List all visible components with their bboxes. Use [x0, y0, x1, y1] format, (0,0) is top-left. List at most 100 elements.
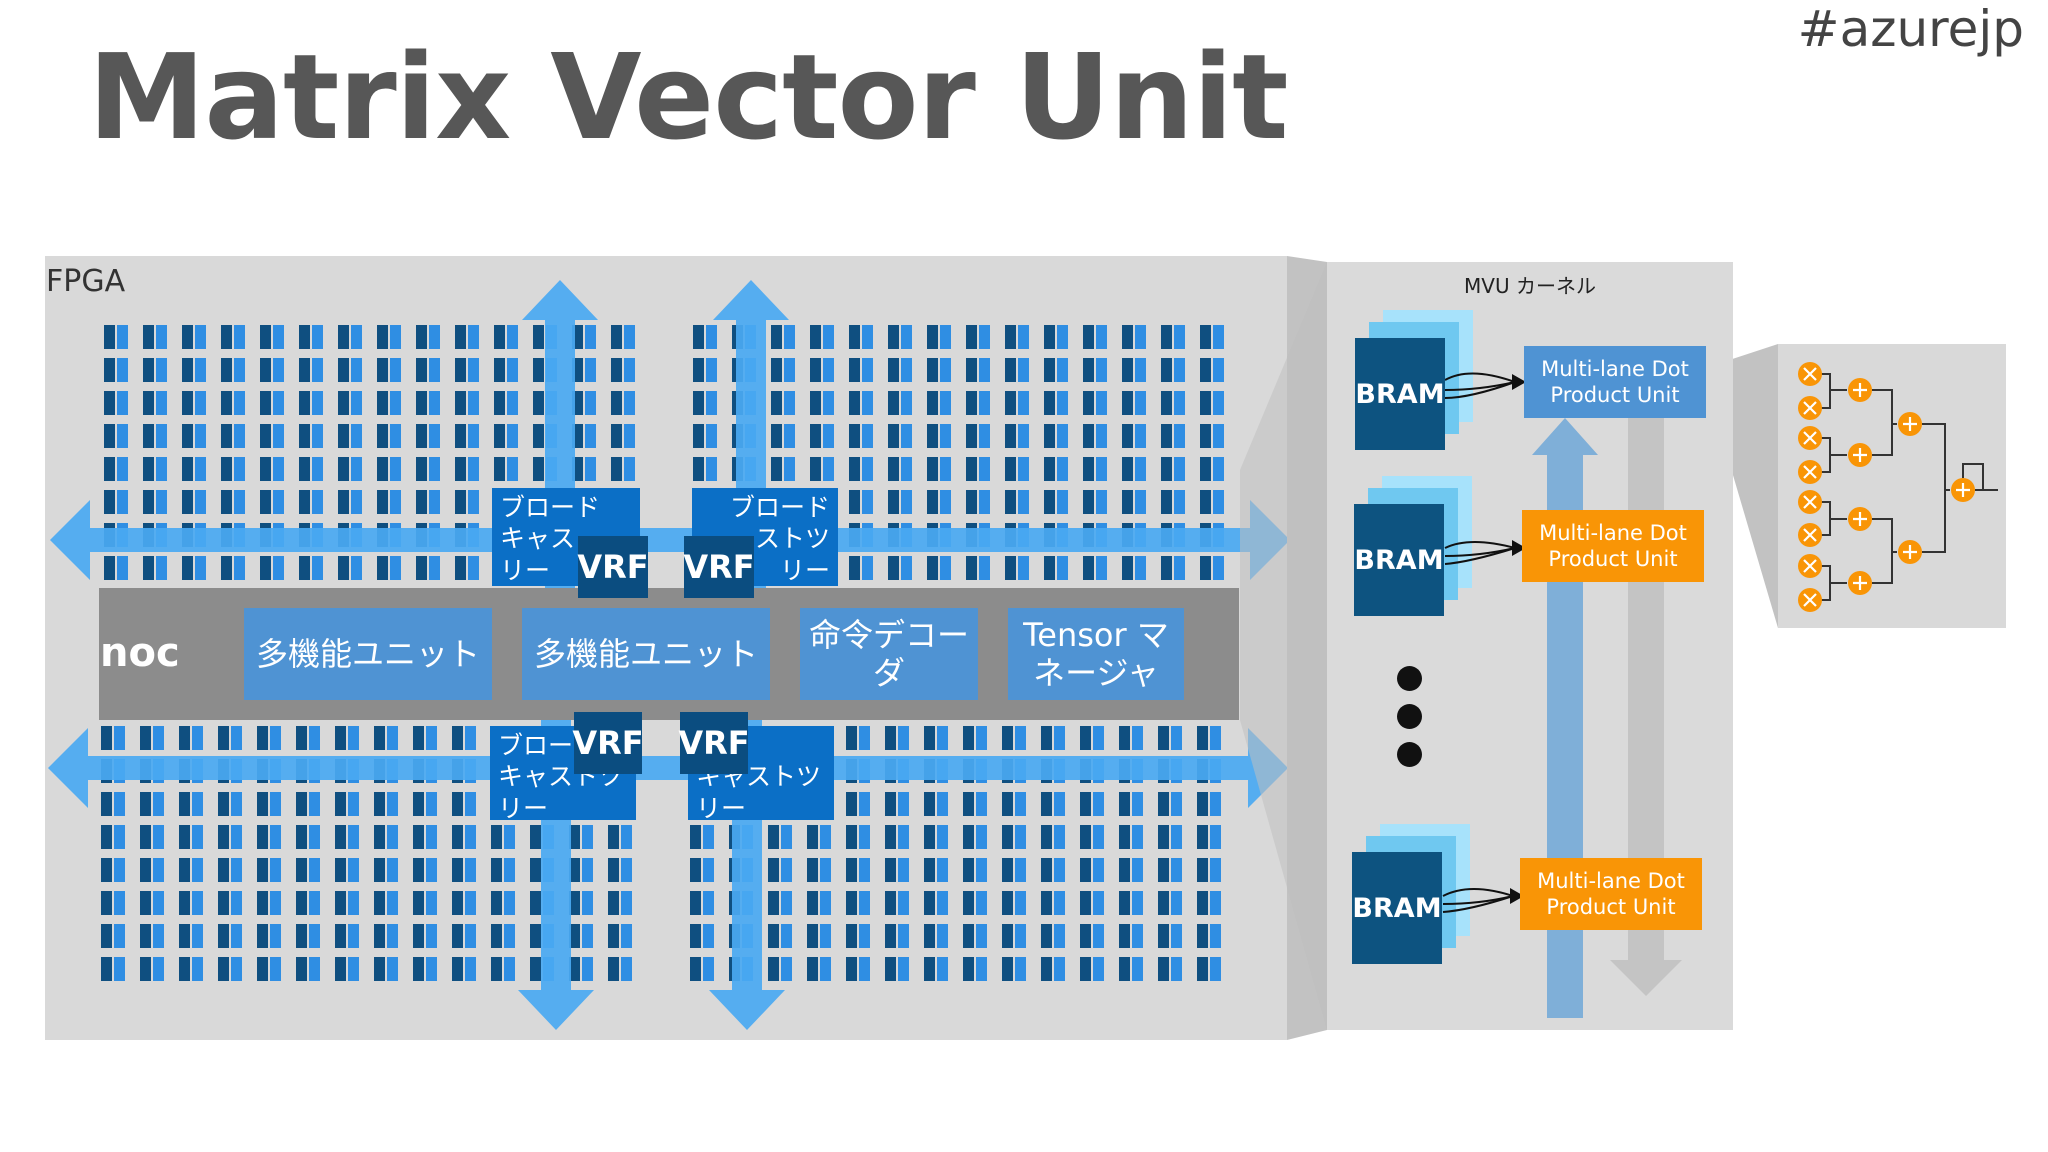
tile-right: [1210, 957, 1221, 981]
tile-left: [888, 556, 899, 580]
tile-right: [1018, 556, 1029, 580]
tile-left: [768, 957, 779, 981]
tile-left: [335, 924, 346, 948]
tile-left: [452, 924, 463, 948]
tile-right: [1057, 457, 1068, 481]
tile-right: [979, 391, 990, 415]
tile-right: [234, 424, 245, 448]
tile-right: [1213, 457, 1224, 481]
tile-left: [1161, 490, 1172, 514]
tile-right: [309, 891, 320, 915]
tile-left: [1197, 825, 1208, 849]
tile-right: [426, 858, 437, 882]
tile-right: [898, 891, 909, 915]
tile-right: [387, 924, 398, 948]
tile-right: [468, 556, 479, 580]
tile-left: [179, 726, 190, 750]
tile-left: [530, 957, 541, 981]
tile-left: [257, 924, 268, 948]
tile-right: [979, 325, 990, 349]
ellipsis-dot: [1397, 742, 1422, 767]
tile-right: [624, 457, 635, 481]
tile-left: [182, 490, 193, 514]
tile-right: [1057, 325, 1068, 349]
tile-left: [335, 957, 346, 981]
tile-right: [1171, 726, 1182, 750]
tile-left: [530, 924, 541, 948]
tile-left: [1005, 391, 1016, 415]
tile-right: [390, 457, 401, 481]
tile-right: [273, 556, 284, 580]
tile-left: [608, 924, 619, 948]
tile-left: [690, 858, 701, 882]
tile-left: [1197, 792, 1208, 816]
tile-left: [849, 325, 860, 349]
vrf-bottom-left: VRF: [572, 712, 644, 774]
tile-right: [940, 325, 951, 349]
tile-left: [846, 891, 857, 915]
tile-right: [937, 792, 948, 816]
tile-right: [1096, 325, 1107, 349]
tile-left: [1041, 891, 1052, 915]
tile-left: [768, 891, 779, 915]
tile-left: [377, 424, 388, 448]
tile-left: [494, 457, 505, 481]
tile-left: [182, 424, 193, 448]
tile-right: [1135, 556, 1146, 580]
tile-right: [940, 556, 951, 580]
tile-left: [1119, 792, 1130, 816]
tile-left: [924, 792, 935, 816]
tile-right: [429, 391, 440, 415]
multiply-icon: [1803, 367, 1817, 381]
tile-right: [468, 457, 479, 481]
tile-right: [195, 358, 206, 382]
tile-left: [1161, 424, 1172, 448]
tile-left: [885, 957, 896, 981]
tile-left: [966, 556, 977, 580]
tile-left: [218, 792, 229, 816]
arrow-up-left: [522, 280, 598, 588]
tile-right: [153, 792, 164, 816]
tile-right: [1174, 358, 1185, 382]
tile-left: [296, 792, 307, 816]
tile-left: [104, 391, 115, 415]
tile-right: [1057, 490, 1068, 514]
tile-left: [611, 457, 622, 481]
tile-left: [1005, 556, 1016, 580]
tile-left: [335, 792, 346, 816]
tile-left: [218, 891, 229, 915]
tile-left: [179, 891, 190, 915]
vrf-top-right: VRF: [683, 536, 755, 598]
tile-right: [979, 457, 990, 481]
tile-right: [231, 792, 242, 816]
tile-right: [156, 325, 167, 349]
tile-left: [924, 891, 935, 915]
tile-right: [1174, 556, 1185, 580]
tile-left: [452, 957, 463, 981]
multiply-icon: [1803, 593, 1817, 607]
dot-product-unit-1: Multi-lane Dot Product Unit: [1524, 346, 1706, 418]
tile-right: [507, 325, 518, 349]
tile-right: [781, 957, 792, 981]
tile-right: [156, 391, 167, 415]
tile-left: [885, 891, 896, 915]
tile-left: [1002, 792, 1013, 816]
tile-left: [377, 391, 388, 415]
tile-right: [390, 556, 401, 580]
tile-right: [1096, 391, 1107, 415]
tile-left: [101, 792, 112, 816]
tile-right: [156, 424, 167, 448]
tile-left: [846, 924, 857, 948]
tile-left: [374, 726, 385, 750]
tile-right: [1174, 457, 1185, 481]
tile-right: [823, 391, 834, 415]
tile-left: [690, 825, 701, 849]
tile-left: [299, 556, 310, 580]
bram-block-2: BRAM: [1354, 504, 1444, 616]
tile-left: [1044, 325, 1055, 349]
tile-left: [1161, 358, 1172, 382]
tile-right: [117, 490, 128, 514]
tile-right: [234, 490, 245, 514]
